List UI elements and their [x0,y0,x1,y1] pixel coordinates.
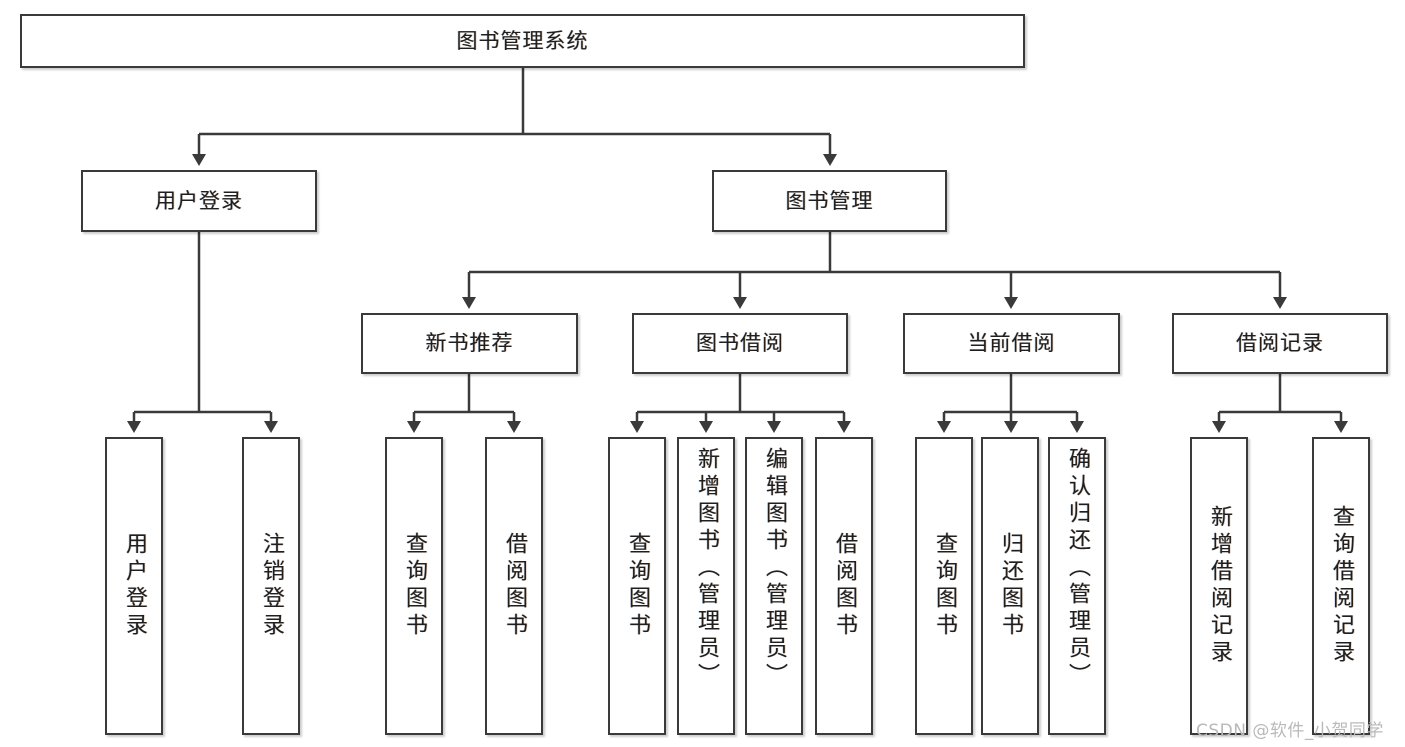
leaf-query-book-3[interactable]: 查询图书 [915,437,973,735]
leaf-query-book-2[interactable]: 查询图书 [608,437,666,735]
leaf-query-book-3-label: 查询图书 [932,532,957,640]
leaf-edit-book[interactable]: 编辑图书（管理员） [745,437,803,735]
leaf-query-record-label: 查询借阅记录 [1329,505,1354,667]
leaf-confirm-return-label: 确认归还（管理员） [1065,447,1090,690]
leaf-user-logout-label: 注销登录 [259,532,284,640]
leaf-borrow-book-2-label: 借阅图书 [832,532,857,640]
leaf-add-book-label: 新增图书（管理员） [694,447,719,690]
leaf-query-book-1-label: 查询图书 [402,532,427,640]
node-borrow-record[interactable]: 借阅记录 [1172,313,1388,374]
leaf-user-logout[interactable]: 注销登录 [242,437,300,735]
leaf-query-book-1[interactable]: 查询图书 [385,437,443,735]
leaf-add-record-label: 新增借阅记录 [1207,505,1232,667]
leaf-add-book[interactable]: 新增图书（管理员） [677,437,735,735]
leaf-user-login[interactable]: 用户登录 [105,437,163,735]
leaf-return-book-label: 归还图书 [998,532,1023,640]
leaf-query-record[interactable]: 查询借阅记录 [1312,437,1370,735]
node-user-login-label: 用户登录 [155,188,243,213]
node-book-borrow-label: 图书借阅 [696,331,784,356]
node-user-login[interactable]: 用户登录 [81,170,317,232]
node-root-label: 图书管理系统 [456,28,589,53]
node-book-borrow[interactable]: 图书借阅 [632,313,848,374]
leaf-borrow-book-1[interactable]: 借阅图书 [485,437,543,735]
leaf-borrow-book-2[interactable]: 借阅图书 [815,437,873,735]
leaf-add-record[interactable]: 新增借阅记录 [1190,437,1248,735]
leaf-edit-book-label: 编辑图书（管理员） [762,447,787,690]
node-root[interactable]: 图书管理系统 [20,14,1025,68]
node-new-book-recommend[interactable]: 新书推荐 [361,313,578,374]
node-borrow-record-label: 借阅记录 [1236,331,1324,356]
leaf-user-login-label: 用户登录 [122,532,147,640]
leaf-borrow-book-1-label: 借阅图书 [502,532,527,640]
node-current-borrow-label: 当前借阅 [967,331,1056,356]
node-book-management[interactable]: 图书管理 [712,170,947,232]
csdn-watermark: CSDN @软件_小贺同学 [1196,721,1384,741]
leaf-return-book[interactable]: 归还图书 [981,437,1039,735]
node-book-management-label: 图书管理 [785,188,874,213]
node-new-book-recommend-label: 新书推荐 [425,331,514,356]
node-current-borrow[interactable]: 当前借阅 [903,313,1120,374]
leaf-confirm-return[interactable]: 确认归还（管理员） [1048,437,1106,735]
leaf-query-book-2-label: 查询图书 [625,532,650,640]
